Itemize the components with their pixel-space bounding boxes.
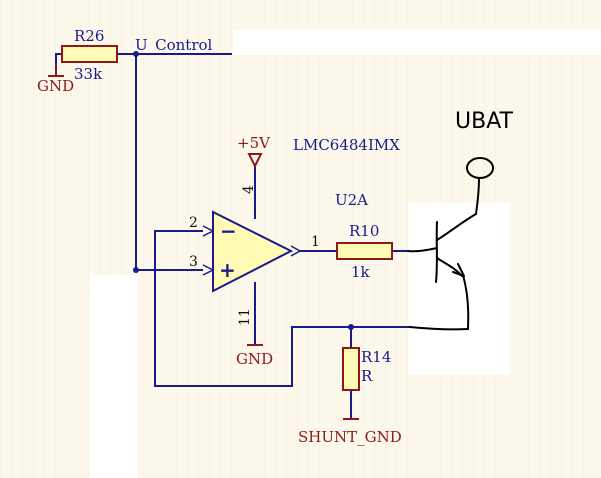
opamp-minus-sign: − bbox=[220, 219, 237, 243]
pin-1-label: 1 bbox=[311, 234, 320, 250]
power-5v-label: +5V bbox=[237, 134, 271, 152]
gnd-symbol-left bbox=[48, 65, 64, 77]
hand-drawn-transistor bbox=[407, 177, 480, 331]
r14-ref: R14 bbox=[361, 348, 391, 366]
ubat-terminal-circle bbox=[466, 157, 494, 179]
pin-11-label: 11 bbox=[237, 308, 253, 326]
wires bbox=[55, 53, 410, 419]
junction-ucontrol bbox=[133, 51, 139, 57]
resistor-r14[interactable] bbox=[342, 347, 360, 391]
ubat-label: UBAT bbox=[455, 109, 514, 134]
white-patch-bottom-left bbox=[90, 275, 138, 478]
r10-value: 1k bbox=[351, 263, 371, 281]
shunt-gnd-label: SHUNT_GND bbox=[298, 428, 402, 446]
r26-value: 33k bbox=[74, 65, 103, 83]
junction-shunt bbox=[348, 324, 354, 330]
white-patch-right bbox=[408, 203, 510, 375]
r26-ref: R26 bbox=[74, 27, 104, 45]
pin-2-label: 2 bbox=[189, 215, 198, 231]
pin-arrow-out bbox=[290, 245, 302, 257]
junction-noninv bbox=[133, 267, 139, 273]
r10-ref: R10 bbox=[349, 222, 379, 240]
resistor-r10[interactable] bbox=[336, 242, 393, 260]
opamp-plus-sign: + bbox=[219, 258, 236, 282]
pin-3-label: 3 bbox=[189, 254, 198, 270]
opamp-u2a[interactable] bbox=[212, 210, 294, 293]
u-control-label: U_Control bbox=[135, 36, 213, 54]
gnd-left-label: GND bbox=[37, 77, 74, 95]
pin-4-label: 4 bbox=[241, 185, 257, 194]
gnd-opamp-label: GND bbox=[236, 350, 273, 368]
opamp-part-label: LMC6484IMX bbox=[293, 136, 400, 154]
white-patch-top bbox=[233, 30, 601, 55]
opamp-designator: U2A bbox=[335, 191, 368, 209]
wire-feedback bbox=[154, 230, 410, 387]
r14-value: R bbox=[361, 367, 373, 385]
power-5v-symbol bbox=[247, 153, 263, 169]
resistor-r26[interactable] bbox=[61, 45, 118, 63]
